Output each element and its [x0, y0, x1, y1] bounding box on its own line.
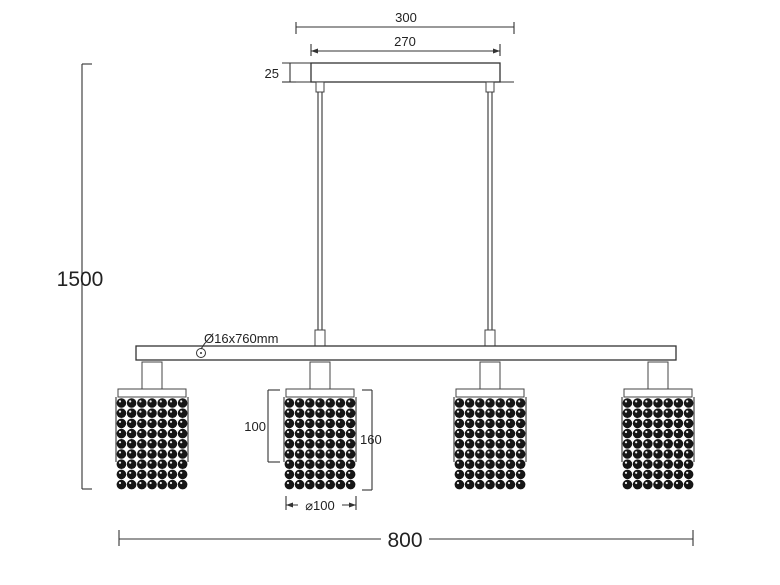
lamp-socket — [479, 361, 501, 391]
crystal-shade — [115, 361, 189, 490]
shade-top-plate — [117, 388, 187, 398]
dimension-shade-body-height: 100 — [244, 389, 280, 463]
canopy-outer-width-label: 300 — [395, 10, 417, 25]
crystal-shades — [115, 361, 695, 490]
dimension-overall-height: 1500 — [57, 63, 104, 490]
bar-spec-callout: Ø16x760mm — [196, 331, 278, 358]
lamp-socket — [309, 361, 331, 391]
overall-height-label: 1500 — [57, 268, 104, 291]
dimension-canopy-inner-width: 270 — [310, 34, 501, 56]
bar-spec-label: Ø16x760mm — [204, 331, 278, 346]
lamp-socket — [141, 361, 163, 391]
crystal-beads — [116, 398, 188, 490]
crystal-shade — [283, 361, 357, 490]
shade-body-height-label: 100 — [244, 419, 266, 434]
shade-top-plate — [455, 388, 525, 398]
suspension-cables — [314, 81, 496, 347]
shade-total-height-label: 160 — [360, 432, 382, 447]
dimension-canopy-height: 25 — [265, 62, 311, 83]
dimension-overall-width: 800 — [118, 528, 694, 552]
dimension-shade-diameter: ⌀100 — [285, 496, 357, 513]
shade-diameter-label: ⌀100 — [305, 498, 335, 513]
crystal-shade — [453, 361, 527, 490]
dimension-canopy-outer-width: 300 — [295, 10, 515, 34]
canopy-height-label: 25 — [265, 66, 279, 81]
crystal-beads — [454, 398, 526, 490]
shade-top-plate — [623, 388, 693, 398]
overall-width-label: 800 — [387, 529, 422, 552]
canopy-inner-width-label: 270 — [394, 34, 416, 49]
crystal-beads — [284, 398, 356, 490]
dimension-shade-total-height: 160 — [360, 389, 382, 491]
crystal-shade — [621, 361, 695, 490]
lamp-socket — [647, 361, 669, 391]
crystal-beads — [622, 398, 694, 490]
shade-top-plate — [285, 388, 355, 398]
ceiling-canopy — [296, 62, 514, 83]
horizontal-bar — [135, 345, 677, 361]
